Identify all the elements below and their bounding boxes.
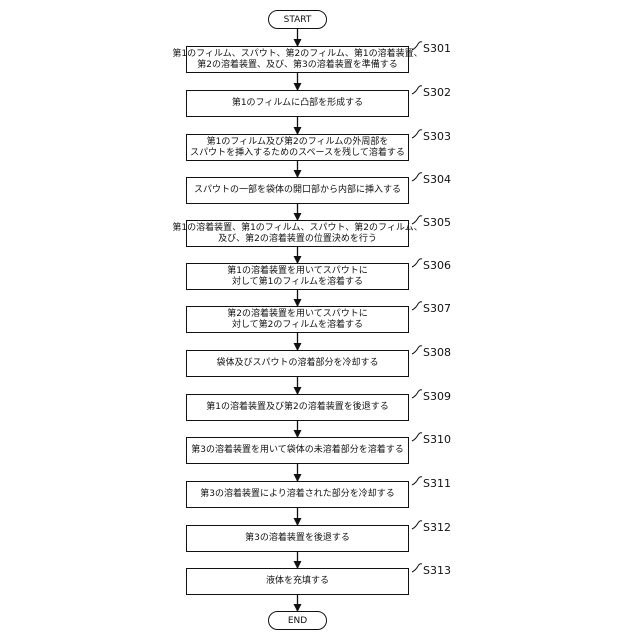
step-box-s301: 第1のフィルム、スパウト、第2のフィルム、第1の溶着装置、 第2の溶着装置、及び… bbox=[186, 46, 409, 73]
step-text-line: 第2の溶着装置を用いてスパウトに bbox=[227, 309, 367, 320]
step-label-s311: S311 bbox=[423, 477, 451, 490]
step-box-s306: 第1の溶着装置を用いてスパウトに 対して第1のフィルムを溶着する bbox=[186, 263, 409, 290]
step-label-s301: S301 bbox=[423, 42, 451, 55]
step-label-s303: S303 bbox=[423, 130, 451, 143]
step-text-line: 第1の溶着装置、第1のフィルム、スパウト、第2のフィルム、 bbox=[172, 223, 422, 234]
step-box-s312: 第3の溶着装置を後退する bbox=[186, 525, 409, 552]
label-leader-line bbox=[412, 86, 422, 94]
label-leader-line bbox=[412, 521, 422, 529]
step-label-s310: S310 bbox=[423, 433, 451, 446]
step-box-s313: 液体を充填する bbox=[186, 568, 409, 595]
step-box-s308: 袋体及びスパウトの溶着部分を冷却する bbox=[186, 350, 409, 377]
step-box-s304: スパウトの一部を袋体の開口部から内部に挿入する bbox=[186, 177, 409, 204]
step-text-line: 液体を充填する bbox=[266, 576, 329, 587]
step-box-s307: 第2の溶着装置を用いてスパウトに 対して第2のフィルムを溶着する bbox=[186, 306, 409, 333]
step-box-s309: 第1の溶着装置及び第2の溶着装置を後退する bbox=[186, 394, 409, 421]
step-text-line: 第1のフィルムに凸部を形成する bbox=[232, 98, 363, 109]
label-leader-line bbox=[412, 390, 422, 398]
step-box-s302: 第1のフィルムに凸部を形成する bbox=[186, 90, 409, 117]
step-text-line: 第3の溶着装置により溶着された部分を冷却する bbox=[200, 489, 395, 500]
step-box-s310: 第3の溶着装置を用いて袋体の未溶着部分を溶着する bbox=[186, 437, 409, 464]
end-terminal: END bbox=[268, 611, 327, 630]
step-label-s305: S305 bbox=[423, 216, 451, 229]
label-leader-line bbox=[412, 302, 422, 310]
step-label-s307: S307 bbox=[423, 302, 451, 315]
step-box-s311: 第3の溶着装置により溶着された部分を冷却する bbox=[186, 481, 409, 508]
label-leader-line bbox=[412, 433, 422, 441]
start-terminal: START bbox=[268, 10, 327, 29]
step-text-line: 第3の溶着装置を用いて袋体の未溶着部分を溶着する bbox=[191, 445, 403, 456]
step-text-line: スパウトの一部を袋体の開口部から内部に挿入する bbox=[194, 185, 401, 196]
step-label-s308: S308 bbox=[423, 346, 451, 359]
label-leader-line bbox=[412, 477, 422, 485]
step-label-s306: S306 bbox=[423, 259, 451, 272]
step-box-s305: 第1の溶着装置、第1のフィルム、スパウト、第2のフィルム、 及び、第2の溶着装置… bbox=[186, 220, 409, 247]
label-leader-line bbox=[412, 173, 422, 181]
step-text-line: 対して第2のフィルムを溶着する bbox=[232, 320, 363, 331]
step-label-s313: S313 bbox=[423, 564, 451, 577]
step-text-line: 対して第1のフィルムを溶着する bbox=[232, 277, 363, 288]
step-label-s302: S302 bbox=[423, 86, 451, 99]
step-text-line: 及び、第2の溶着装置の位置決めを行う bbox=[218, 234, 377, 245]
step-text-line: 袋体及びスパウトの溶着部分を冷却する bbox=[216, 358, 378, 369]
label-leader-line bbox=[412, 259, 422, 267]
step-text-line: 第3の溶着装置を後退する bbox=[245, 533, 350, 544]
end-label: END bbox=[288, 616, 307, 626]
label-leader-line bbox=[412, 130, 422, 138]
label-leader-line bbox=[412, 346, 422, 354]
step-text-line: 第1の溶着装置及び第2の溶着装置を後退する bbox=[206, 402, 388, 413]
step-text-line: 第2の溶着装置、及び、第3の溶着装置を準備する bbox=[197, 60, 397, 71]
label-leader-line bbox=[412, 564, 422, 572]
step-label-s304: S304 bbox=[423, 173, 451, 186]
step-text-line: 第1のフィルム及び第2のフィルムの外周部を bbox=[207, 137, 389, 148]
step-label-s309: S309 bbox=[423, 390, 451, 403]
step-text-line: 第1の溶着装置を用いてスパウトに bbox=[227, 266, 367, 277]
start-label: START bbox=[284, 15, 312, 25]
step-text-line: スパウトを挿入するためのスペースを残して溶着する bbox=[190, 148, 405, 159]
step-text-line: 第1のフィルム、スパウト、第2のフィルム、第1の溶着装置、 bbox=[172, 49, 422, 60]
step-box-s303: 第1のフィルム及び第2のフィルムの外周部を スパウトを挿入するためのスペースを残… bbox=[186, 134, 409, 161]
step-label-s312: S312 bbox=[423, 521, 451, 534]
